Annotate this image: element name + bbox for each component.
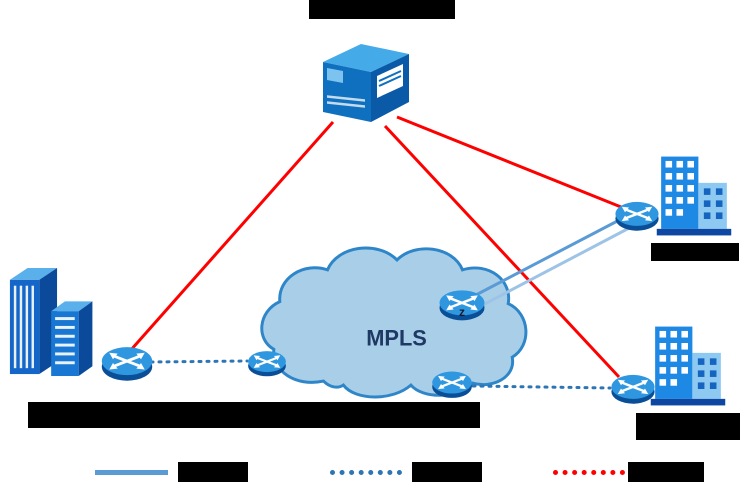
server-panel-line [378,75,402,87]
branch-top-building [656,156,732,236]
building-b-top [51,301,93,312]
controller-server-icon [315,38,415,126]
router-arrowheads [109,352,145,370]
blue-dotted-link-cloud-to-bottom-right-router [471,384,612,390]
router-arrowheads [621,206,653,222]
router-arrows [626,208,648,220]
building-base [650,398,726,406]
building-a-top [9,268,58,280]
branch-bottom-label-bar [636,413,740,440]
branch-top-router-icon [613,196,661,235]
branch-top-building-icon [648,152,740,240]
mpls-cloud-shape: MPLS [260,246,528,399]
building-b-stripe [55,317,75,321]
annex [698,182,727,229]
building-base [656,228,732,236]
router-arrowheads [253,355,281,368]
router-arrowheads [446,295,478,311]
router-arrows [257,357,277,367]
tower-windows [665,160,694,216]
building-b-stripe [55,325,75,329]
building-b-front [51,311,79,377]
legend-label-bar-blue-dotted [412,462,482,482]
blue-dotted-link-left-router-to-cloud [149,359,249,364]
router-arrows [114,355,140,368]
datacenter-buildings [9,268,93,377]
router-icon [615,201,659,231]
router-arrows [442,377,462,388]
left-edge-router-icon [99,340,155,386]
server-top-face [323,44,409,72]
router-icon [248,351,286,377]
building-b-side [78,301,93,377]
red-link-controller-to-top-right-router [396,115,627,211]
cloud-bottom-router-icon [430,366,474,402]
tower-windows [659,330,688,386]
controller-title-label-bar [309,0,455,19]
legend-label-bar-red-dotted [628,462,704,482]
mpls-label: MPLS [366,325,427,350]
branch-bottom-building [650,326,726,406]
legend-label-bar-blue-solid [178,462,248,482]
server-vent [327,101,365,108]
legend-swatch-red-dotted [553,470,625,475]
server-front-light [327,68,343,83]
router-z-annotation: z [459,305,465,319]
annex [692,352,721,399]
bottom-caption-label-bar [28,402,480,428]
red-link-controller-to-bottom-right-router [383,124,621,379]
blue-light-link-cloud-router-to-top-right-router [476,224,634,310]
blue-solid-link-cloud-router-to-top-right-router [471,214,628,299]
server-panel-line [378,70,402,82]
legend-swatch-blue-dotted [330,470,402,475]
router-icon [439,290,485,321]
server-vent [327,95,365,102]
annex-windows [703,188,723,219]
red-link-controller-to-left-router [128,121,335,352]
router-arrowheads [617,379,649,395]
tower [655,326,693,399]
annex-windows [697,358,717,389]
branch-bottom-building-icon [642,322,734,410]
datacenter-buildings-icon [6,260,114,386]
mpls-cloud: MPLS [252,236,540,410]
building-a-stripe [13,285,17,369]
router-arrowheads [438,375,466,390]
router-arrows [450,297,474,309]
building-b-stripe [55,361,75,365]
building-b-stripe [55,343,75,347]
building-b-stripe [55,334,75,338]
router-icon [611,374,655,404]
cloud-outline [260,246,528,399]
legend-swatch-blue-solid [95,470,168,475]
legend [0,455,743,495]
router-arrows [622,381,644,393]
router-icon [432,371,472,398]
building-b-stripe [55,352,75,356]
building-a-stripe [25,285,29,369]
branch-bottom-router-icon [609,369,657,408]
tower [661,156,699,229]
branch-top-label-bar [651,243,739,261]
building-a-stripe [19,285,23,369]
cloud-left-router-icon [246,346,288,380]
cloud-right-router-icon [437,284,487,325]
building-a-stripe [31,285,34,369]
router-icon [101,347,153,381]
server-icon [323,44,409,122]
